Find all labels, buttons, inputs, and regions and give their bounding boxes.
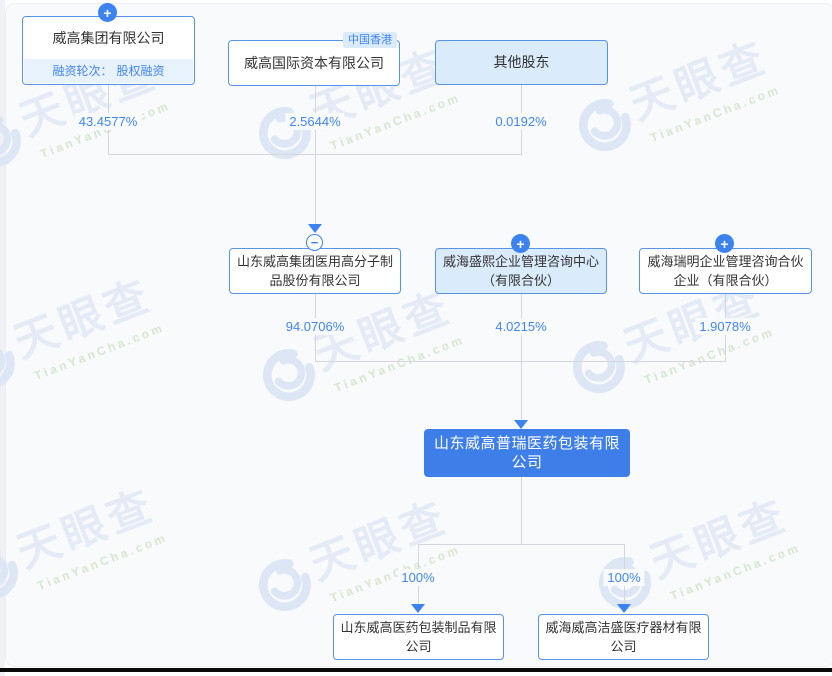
funding-round-strip[interactable]: 融资轮次： 股权融资 bbox=[24, 59, 193, 83]
shareholding-percent[interactable]: 2.5644% bbox=[285, 113, 345, 130]
company-node-weihai-ruiming[interactable]: 威海瑞明企业管理咨询合伙企业（有限合伙） bbox=[639, 248, 812, 294]
company-name: 威海威高洁盛医疗器材有限公司 bbox=[545, 620, 702, 654]
arrow-down-icon bbox=[617, 604, 631, 613]
connector-line bbox=[314, 86, 316, 224]
arrow-down-icon bbox=[308, 224, 322, 233]
region-tag: 中国香港 bbox=[343, 32, 397, 48]
connector-line bbox=[520, 294, 522, 421]
company-name: 山东威高集团医用高分子制品股份有限公司 bbox=[236, 254, 393, 288]
company-name: 威海瑞明企业管理咨询合伙企业（有限合伙） bbox=[647, 254, 804, 288]
expand-icon[interactable]: + bbox=[715, 234, 734, 253]
connector-line bbox=[314, 361, 725, 362]
shareholding-percent[interactable]: 4.0215% bbox=[491, 318, 551, 335]
shareholding-percent[interactable]: 94.0706% bbox=[281, 318, 349, 335]
connector-line bbox=[520, 477, 522, 545]
company-name: 威高国际资本有限公司 bbox=[244, 54, 384, 71]
expand-icon[interactable]: + bbox=[98, 3, 117, 22]
diagram-canvas bbox=[5, 3, 832, 667]
company-name: 山东威高普瑞医药包装有限公司 bbox=[433, 435, 620, 471]
arrow-down-icon bbox=[411, 604, 425, 613]
shareholding-percent[interactable]: 100% bbox=[397, 569, 439, 586]
company-node-shandong-weigao-polymer[interactable]: 山东威高集团医用高分子制品股份有限公司 bbox=[229, 248, 401, 294]
bottom-border-bar bbox=[0, 668, 832, 672]
connector-line bbox=[417, 544, 625, 545]
expand-icon[interactable]: + bbox=[511, 234, 530, 253]
shareholding-percent[interactable]: 43.4577% bbox=[74, 113, 142, 130]
connector-line bbox=[107, 154, 522, 155]
company-name: 威海盛熙企业管理咨询中心（有限合伙） bbox=[442, 254, 599, 288]
collapse-icon[interactable]: − bbox=[306, 234, 323, 251]
shareholding-percent[interactable]: 100% bbox=[603, 569, 645, 586]
funding-round-value: 股权融资 bbox=[116, 64, 165, 78]
arrow-down-icon bbox=[514, 420, 528, 429]
company-name: 其他股东 bbox=[493, 54, 550, 70]
company-node-weigao-group[interactable]: 威高集团有限公司 融资轮次： 股权融资 bbox=[22, 16, 195, 85]
shareholding-percent[interactable]: 1.9078% bbox=[695, 318, 755, 335]
company-node-weihai-jiesheng-medical[interactable]: 威海威高洁盛医疗器材有限公司 bbox=[538, 614, 709, 660]
company-node-other-shareholders[interactable]: 其他股东 bbox=[435, 40, 608, 85]
funding-round-label: 融资轮次： bbox=[52, 64, 113, 78]
company-node-weigao-international-capital[interactable]: 威高国际资本有限公司 中国香港 bbox=[228, 32, 400, 86]
company-name: 威高集团有限公司 bbox=[52, 30, 165, 46]
company-node-shandong-weigao-packaging[interactable]: 山东威高医药包装制品有限公司 bbox=[333, 614, 504, 660]
shareholding-percent[interactable]: 0.0192% bbox=[491, 113, 551, 130]
company-node-weihai-shengxi[interactable]: 威海盛熙企业管理咨询中心（有限合伙） bbox=[435, 248, 607, 294]
company-name: 山东威高医药包装制品有限公司 bbox=[340, 620, 497, 654]
company-node-focus-weigao-purui[interactable]: 山东威高普瑞医药包装有限公司 bbox=[424, 429, 630, 477]
